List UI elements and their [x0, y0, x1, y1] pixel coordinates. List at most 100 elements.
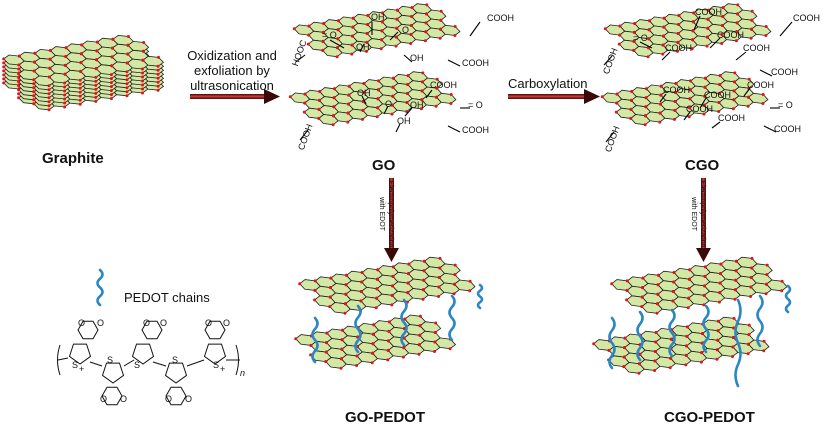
chem-n: n: [240, 368, 246, 378]
go-group-o-2: O: [385, 99, 393, 109]
carbon-atom: [687, 296, 691, 300]
carbon-atom: [94, 91, 98, 95]
carbon-atom: [676, 32, 680, 35]
carbon-atom: [328, 305, 332, 309]
cgo-group-cooh-9: COOH: [704, 90, 731, 100]
carbon-atom: [340, 338, 344, 342]
carbon-atom: [600, 95, 604, 99]
carbon-atom: [78, 90, 82, 94]
carbon-atom: [449, 93, 453, 96]
carbon-atom: [424, 30, 428, 34]
bond-line: [389, 31, 399, 41]
carbon-atom: [761, 102, 765, 105]
carbon-atom: [63, 93, 67, 97]
thiophene-ring: [203, 343, 227, 365]
carbon-atom: [351, 16, 355, 20]
carbon-atom: [78, 102, 82, 106]
carbon-atom: [141, 91, 144, 95]
carbon-atom: [717, 110, 721, 113]
carbon-atom: [321, 30, 325, 34]
carbon-atom: [653, 350, 657, 353]
carbon-atom: [625, 298, 629, 302]
carbon-atom: [406, 281, 410, 285]
carbon-atom: [63, 89, 67, 93]
carbon-atom: [47, 100, 51, 104]
carbon-atom: [749, 36, 753, 40]
carbon-atom: [747, 95, 750, 99]
graphite-layer: [2, 34, 165, 88]
carbon-atom: [692, 11, 696, 15]
carbon-atom: [344, 283, 348, 287]
bond-line: [759, 69, 773, 77]
carbon-atom: [381, 11, 385, 15]
carbon-atom: [63, 101, 67, 105]
cgo-group-eq-o-2: = O: [778, 100, 793, 110]
carbon-atom: [747, 77, 751, 81]
carbon-atom: [648, 19, 651, 23]
carbon-atom: [333, 87, 336, 91]
carbon-atom: [141, 71, 144, 75]
carbon-atom: [703, 85, 707, 89]
carbon-atom: [437, 276, 441, 279]
carbon-atom: [658, 111, 662, 115]
carbon-atom: [345, 273, 348, 277]
step-electropolymerization-cgo: Electropolymerization with EDOT: [689, 164, 707, 264]
carbon-atom: [718, 74, 722, 78]
carbon-atom: [156, 84, 160, 88]
carbon-atom: [629, 107, 633, 111]
carbon-atom: [689, 79, 693, 83]
carbon-atom: [331, 123, 335, 127]
carbon-atom: [2, 65, 6, 69]
carbon-atom: [453, 34, 457, 37]
carbon-atom: [721, 6, 725, 10]
bond-line: [329, 39, 345, 49]
bond-line: [383, 105, 389, 115]
carbon-atom: [336, 28, 340, 32]
carbon-atom: [677, 14, 681, 17]
carbon-atom: [720, 33, 724, 36]
chem-o-10: O: [223, 318, 231, 328]
carbon-atom: [734, 259, 738, 263]
carbon-atom: [391, 85, 395, 89]
carbon-atom: [417, 343, 421, 347]
arrow-oxidization: [190, 89, 280, 104]
carbon-atom: [780, 279, 784, 283]
carbon-atom: [141, 75, 144, 79]
carbon-atom: [764, 292, 768, 296]
carbon-atom: [632, 30, 636, 34]
carbon-atom: [417, 352, 421, 356]
bond-line: [711, 121, 721, 129]
carbon-atom: [453, 273, 457, 277]
carbon-atom: [656, 283, 660, 287]
go-group-oh-5: OH: [410, 100, 424, 110]
carbon-atom: [156, 72, 160, 76]
carbon-atom: [94, 75, 98, 79]
carbon-atom: [403, 317, 407, 321]
cgo-pedot-chain: [702, 304, 710, 354]
carbon-atom: [79, 52, 83, 56]
carbon-atom: [17, 72, 21, 76]
cgo-pedot-chain: [734, 298, 742, 388]
carbon-atom: [452, 292, 456, 296]
carbon-atom: [453, 25, 457, 28]
carbon-atom: [402, 336, 406, 340]
carbon-atom: [435, 86, 439, 90]
carbon-atom: [644, 105, 648, 109]
carbon-atom: [762, 349, 766, 353]
arrow-electropolymerization-cgo: [696, 178, 711, 262]
carbon-atom: [705, 44, 709, 48]
carbon-atom: [47, 108, 51, 112]
carbon-atom: [433, 350, 436, 353]
carbon-atom: [317, 116, 321, 120]
carbon-atom: [303, 92, 307, 96]
step-oxidization-line1: Oxidization and: [187, 48, 277, 63]
chem-o-7: O: [165, 394, 173, 404]
dioxane-ring: [101, 386, 123, 406]
carbon-atom: [156, 64, 160, 68]
carbon-atom: [654, 340, 658, 344]
carbon-atom: [703, 76, 707, 80]
carbon-atom: [702, 103, 706, 107]
cgo-pedot-chain: [784, 284, 792, 314]
cgo-pedot-sheet-top: [610, 256, 788, 315]
cgo-group-cooh-2: COOH: [665, 43, 692, 53]
